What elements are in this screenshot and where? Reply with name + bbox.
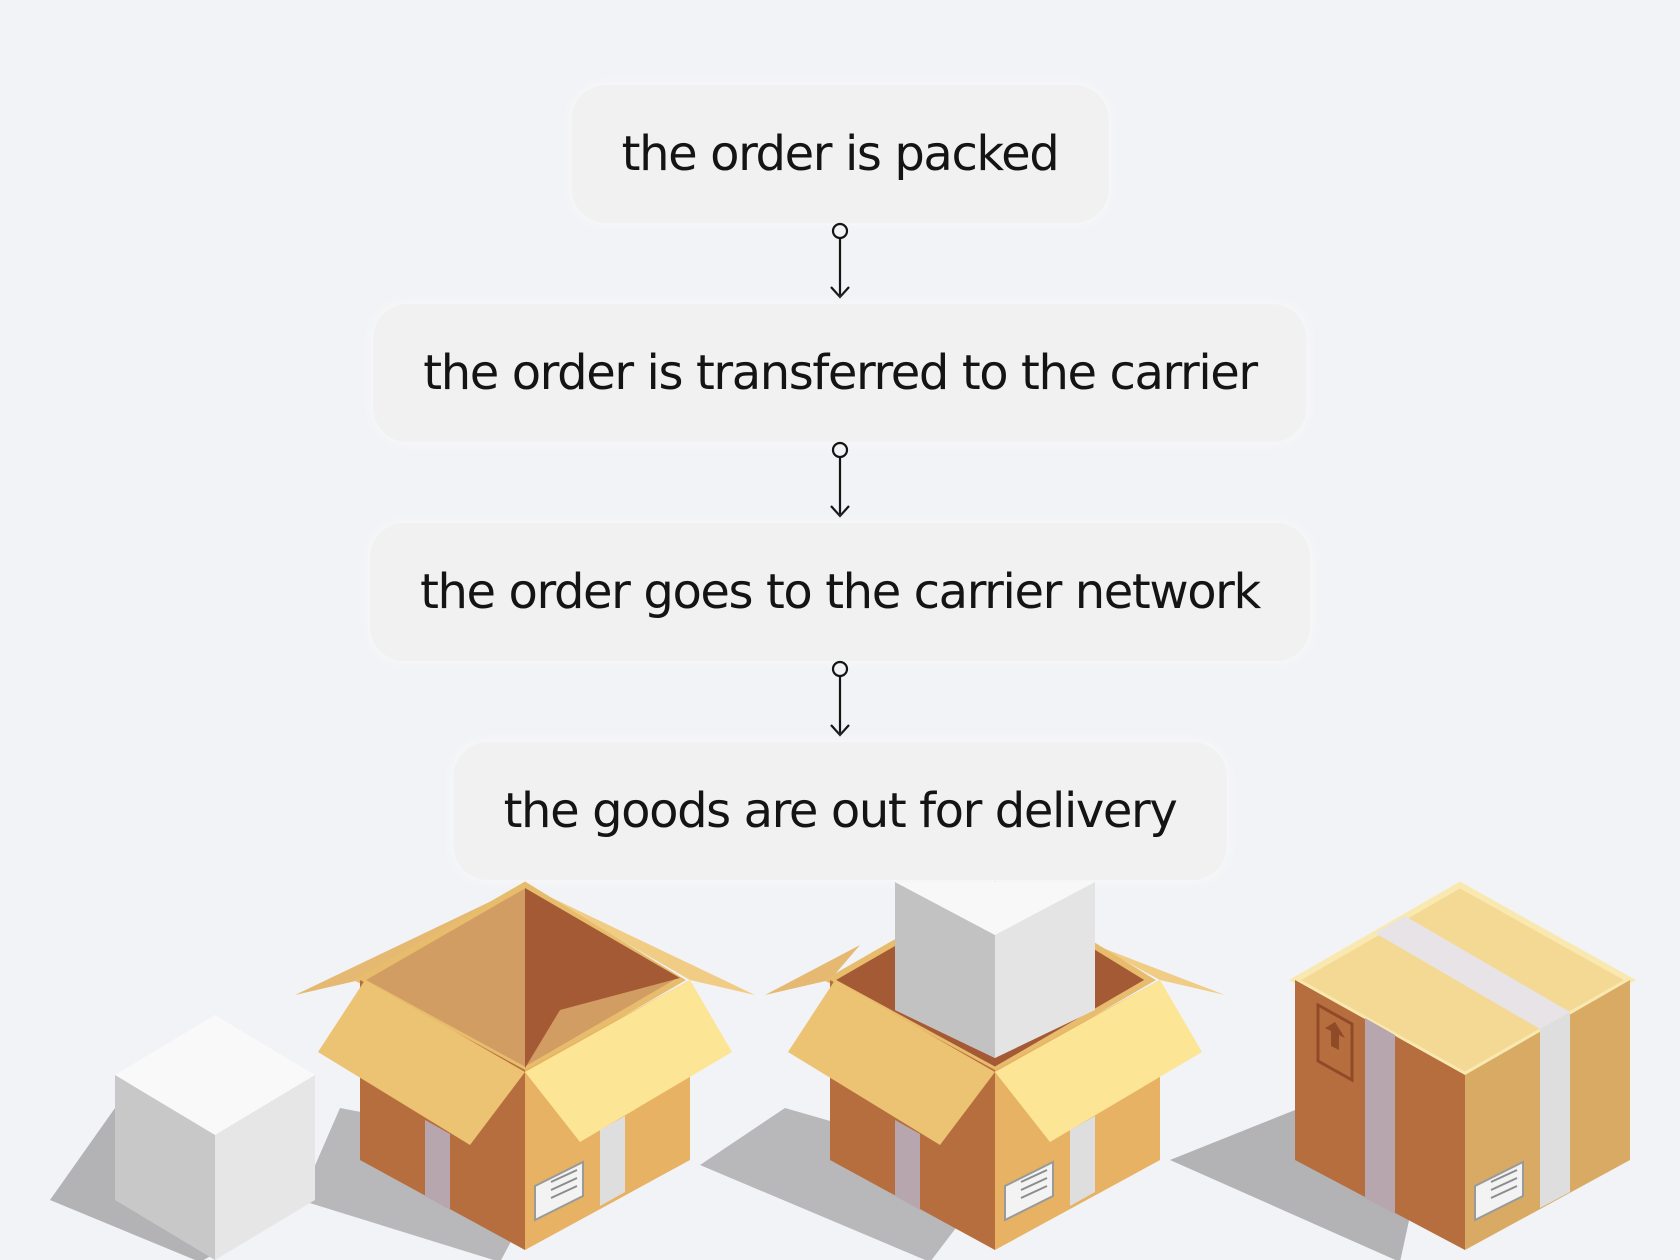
shipping-label-icon <box>1004 1160 1054 1222</box>
step-carrier-network: the order goes to the carrier network <box>370 523 1310 661</box>
boxes-illustration <box>50 881 1637 1260</box>
white-cube-icon <box>895 882 1095 1058</box>
down-arrow-icon <box>830 222 850 299</box>
step-order-packed: the order is packed <box>571 85 1109 223</box>
step-transferred-to-carrier: the order is transferred to the carrier <box>373 304 1307 442</box>
step-out-for-delivery: the goods are out for delivery <box>453 742 1227 880</box>
open-box-with-item-icon <box>765 881 1225 1250</box>
sealed-box-icon <box>1288 881 1637 1250</box>
open-box-icon <box>295 881 755 1250</box>
down-arrow-icon <box>830 441 850 518</box>
down-arrow-icon <box>830 660 850 737</box>
shipping-label-icon <box>534 1160 584 1222</box>
shipping-process-flow: the order is packed the order is transfe… <box>370 85 1310 880</box>
white-cube-icon <box>115 1015 315 1260</box>
shipping-label-icon <box>1474 1160 1524 1222</box>
